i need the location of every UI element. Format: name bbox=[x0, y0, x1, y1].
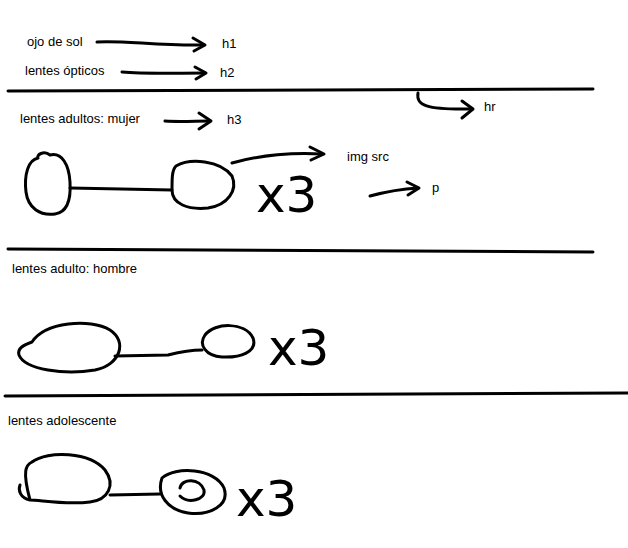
tag-name: hr bbox=[484, 100, 496, 115]
glasses-lens bbox=[202, 326, 253, 358]
tag-name: h3 bbox=[227, 113, 241, 128]
section-heading: lentes adulto: hombre bbox=[12, 262, 137, 277]
glasses-lens bbox=[172, 161, 234, 208]
glasses-lens bbox=[19, 323, 120, 372]
arrow-line bbox=[232, 153, 322, 163]
arrow-line bbox=[122, 72, 205, 73]
glasses-bridge bbox=[115, 350, 202, 356]
arrow-line bbox=[165, 120, 210, 123]
glasses-lens bbox=[19, 454, 110, 503]
arrow-head bbox=[462, 101, 473, 118]
arrow-head bbox=[193, 38, 205, 51]
multiplier-mark: x3 bbox=[236, 474, 297, 524]
arrow-head bbox=[407, 182, 419, 195]
glasses-lens-inner bbox=[180, 481, 204, 501]
separator-line bbox=[8, 89, 593, 91]
arrow-head bbox=[199, 113, 211, 129]
arrow-head bbox=[310, 147, 324, 160]
glasses-lens bbox=[160, 471, 225, 514]
section-text: ojo de sol bbox=[27, 35, 83, 50]
tag-name: img src bbox=[347, 150, 389, 165]
glasses-bridge bbox=[110, 494, 160, 495]
glasses-lens bbox=[26, 153, 71, 214]
glasses-bridge bbox=[70, 188, 172, 190]
arrow-line bbox=[97, 42, 203, 46]
section-heading: lentes adultos: mujer bbox=[20, 112, 140, 127]
separator-line bbox=[5, 393, 628, 396]
section-text: lentes ópticos bbox=[25, 64, 105, 79]
section-heading: lentes adolescente bbox=[8, 414, 116, 429]
multiplier-mark: x3 bbox=[256, 170, 317, 220]
separator-line bbox=[8, 249, 593, 252]
tag-name: h1 bbox=[222, 37, 236, 52]
tag-name: h2 bbox=[220, 66, 234, 81]
tag-name: p bbox=[432, 181, 439, 196]
multiplier-mark: x3 bbox=[268, 323, 329, 373]
arrow-head bbox=[195, 67, 206, 79]
